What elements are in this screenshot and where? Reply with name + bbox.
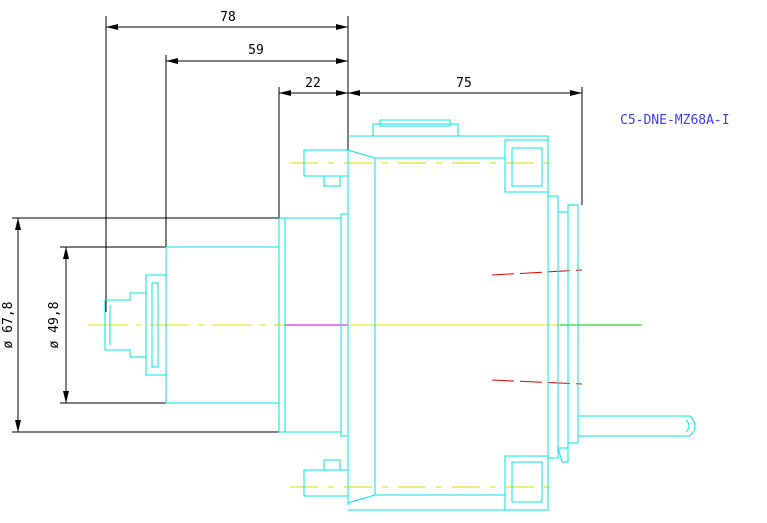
dim-59-label: 59: [248, 43, 264, 58]
dim-diameter-67-8-label: ø 67,8: [1, 302, 16, 349]
motor-outline: [104, 119, 696, 511]
dimension-lines: [12, 16, 583, 433]
dim-diameter-49-8-label: ø 49,8: [47, 302, 62, 349]
dim-78-label: 78: [220, 10, 236, 25]
dim-22-label: 22: [305, 76, 321, 91]
center-lines: [88, 162, 642, 488]
part-number-label: C5-DNE-MZ68A-I: [620, 113, 730, 128]
dim-75-label: 75: [456, 76, 472, 91]
